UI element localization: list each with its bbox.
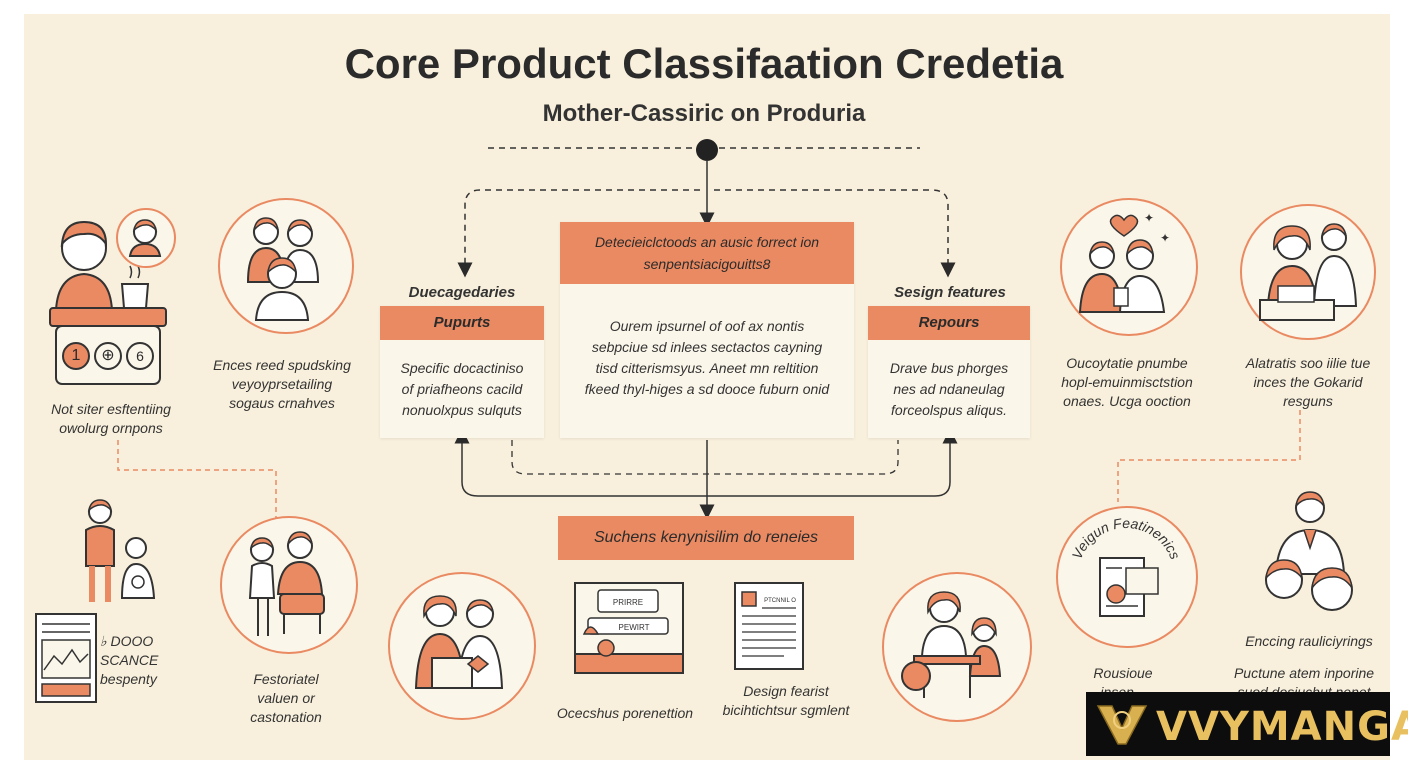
page-title: Core Product Classifaation Credetia [344, 40, 1064, 87]
elder-line-1: Puctune atem inporine [1233, 665, 1375, 681]
couple-circle [388, 572, 536, 720]
couple-icon [414, 595, 504, 689]
center-body-line-2: sebpciue sd inlees sectactos cayning [591, 339, 823, 355]
left-body-line-3: nonuolxpus sulquts [402, 402, 522, 418]
friends-heart-icon: ✦ ✦ [1078, 211, 1170, 313]
caretaker-line-3: castonation [250, 709, 322, 725]
reading-couple-caption: Alatratis soo iilie tue inces the Gokari… [1222, 354, 1394, 411]
svg-text:Veigun Featinenics: Veigun Featinenics [1069, 515, 1184, 562]
caretaker-line-2: valuen or [257, 690, 315, 706]
friends-caption: Oucoytatie pnumbe hopl-emuinmisctstion o… [1040, 354, 1214, 411]
doc-caption: ♭ DOOO SCANCE bespenty [100, 632, 180, 689]
friends-line-1: Oucoytatie pnumbe [1066, 355, 1188, 371]
badge-3: 6 [126, 342, 154, 370]
root-to-left-dashed [457, 189, 700, 278]
elder-caption-title: Enccing rauliciyrings [1245, 633, 1373, 649]
far-left-line-1: Not siter esftentiing [51, 401, 171, 417]
design-features-ring: Veigun Featinenics [1069, 515, 1184, 617]
right-box-label: Sesign features [894, 284, 1006, 301]
design-line-2: bicihtichtsur sgmlent [722, 702, 850, 718]
center-head-line-1: Detecieiclctoods an ausic forrect ion [594, 234, 820, 250]
left-orange-dashed [117, 440, 277, 525]
right-box-body: Drave bus phorges nes ad ndaneulag force… [868, 358, 1030, 421]
logo-text: VVYMANGA [1156, 704, 1408, 750]
friends-line-2: hopl-emuinmisctstion [1061, 374, 1193, 390]
center-head-line-2: senpentsiacigouitts8 [643, 256, 771, 272]
left-body-line-1: Specific docactiniso [400, 360, 524, 376]
right-return-solid [707, 428, 958, 497]
parent-child-icon [85, 499, 156, 602]
doc-line-2: SCANCE [100, 652, 159, 668]
panel-top-label: PRIRRE [613, 598, 643, 607]
right-box: Repours Drave bus phorges nes ad ndaneul… [868, 306, 1030, 438]
badge-2: ⊕ [94, 342, 122, 370]
right-body-line-2: nes ad ndaneulag [893, 381, 1005, 397]
left-box-label: Duecagedaries [408, 284, 516, 301]
family-line-2: veyoyprsetailing [231, 376, 333, 392]
doc-line-1-text: DOOO [110, 633, 154, 649]
far-left-line-2: owolurg ornpons [59, 420, 163, 436]
right-body-line-1: Drave bus phorges [889, 360, 1009, 376]
center-body-line-4: fkeed thyl-higes a sd dooce fuburn onid [584, 381, 830, 397]
design-document-icon: PTCNNIL O [734, 582, 804, 670]
family-caption: Ences reed spudsking veyoyprsetailing so… [196, 356, 368, 413]
avatar-face-icon [128, 219, 162, 257]
left-return-solid [454, 428, 707, 497]
watermark-logo: VVYMANGA [1086, 692, 1408, 756]
root-to-right-dashed [714, 189, 956, 278]
center-box: Detecieiclctoods an ausic forrect ion se… [560, 222, 854, 438]
couple-caption: Ocecshus porenettion [556, 705, 694, 721]
doc-line-3: bespenty [100, 671, 157, 687]
parent-child-table-icon [901, 591, 1002, 698]
far-left-caption: Not siter esftentiing owolurg ornpons [26, 400, 196, 438]
svg-text:✦: ✦ [1160, 231, 1170, 245]
caretaker-line-1: Festoriatel [253, 671, 319, 687]
design-line-1: Design fearist [743, 683, 829, 699]
right-body-line-3: forceolspus aliqus. [891, 402, 1007, 418]
left-box-body: Specific docactiniso of priafheons cacil… [380, 358, 544, 421]
reading-couple-icon [1259, 223, 1358, 321]
design-caption: Design fearist bicihtichtsur sgmlent [706, 682, 866, 720]
bottom-box: Suchens kenynisilim do reneies [558, 516, 854, 560]
reading-line-3: resguns [1283, 393, 1333, 409]
center-box-body: Ourem ipsurnel of oof ax nontis sebpciue… [560, 316, 854, 400]
family-line-1: Ences reed spudsking [213, 357, 351, 373]
right-orange-dashed [1117, 410, 1301, 502]
caretaker-caption: Festoriatel valuen or castonation [216, 670, 356, 727]
reading-line-1: Alatratis soo iilie tue [1245, 355, 1371, 371]
left-body-line-2: of priafheons cacild [401, 381, 523, 397]
report-document-icon [35, 613, 97, 703]
elder-children-icon [1264, 491, 1353, 611]
family-icon [246, 217, 320, 321]
reading-line-2: inces the Gokarid [1253, 374, 1363, 390]
inner-dashed-loop [511, 440, 899, 475]
family-line-3: sogaus crnahves [229, 395, 335, 411]
root-node [696, 139, 718, 161]
right-box-header: Repours [868, 306, 1030, 340]
logo-emblem-icon [1096, 705, 1148, 745]
left-box: Pupurts Specific docactiniso of priafheo… [380, 306, 544, 438]
left-box-header: Pupurts [380, 306, 544, 340]
center-box-header: Detecieiclctoods an ausic forrect ion se… [560, 222, 854, 284]
doc-line-1: ♭ DOOO [100, 633, 154, 649]
badge-1: 1 [62, 342, 90, 370]
svg-text:✦: ✦ [1144, 211, 1154, 225]
presentation-panel-icon: PRIRRE PEWIRT [574, 582, 684, 674]
friends-line-3: onaes. Ucga ooction [1063, 393, 1191, 409]
ring-text: Veigun Featinenics [1069, 515, 1184, 562]
caretaker-icon [248, 531, 325, 636]
page-subtitle: Mother-Cassiric on Produria [542, 100, 866, 127]
panel-bottom-label: PEWIRT [619, 623, 650, 632]
design-features-line-1: Rousioue [1093, 665, 1153, 681]
center-body-line-3: tisd citterismsyus. Aneet mn reltition [595, 360, 819, 376]
center-body-line-1: Ourem ipsurnel of oof ax nontis [609, 318, 805, 334]
doc-head-label: PTCNNIL O [764, 598, 796, 604]
